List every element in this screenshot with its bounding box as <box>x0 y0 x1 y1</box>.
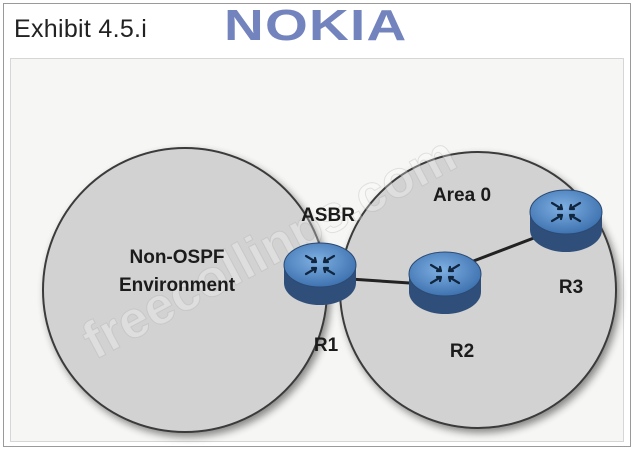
exhibit-title: Exhibit 4.5.i <box>14 15 148 43</box>
area0-label: Area 0 <box>433 185 491 206</box>
router-r2-icon <box>408 251 482 314</box>
r3-label: R3 <box>559 277 583 298</box>
router-r1-icon <box>283 242 357 305</box>
router-r3-icon <box>529 189 603 252</box>
non-ospf-label-line2: Environment <box>119 275 236 296</box>
nokia-logo: NOKIA <box>224 3 408 50</box>
non-ospf-label-line1: Non-OSPF <box>130 247 225 268</box>
r1-label: R1 <box>314 335 339 356</box>
r2-label: R2 <box>450 341 474 362</box>
asbr-label: ASBR <box>301 205 355 226</box>
